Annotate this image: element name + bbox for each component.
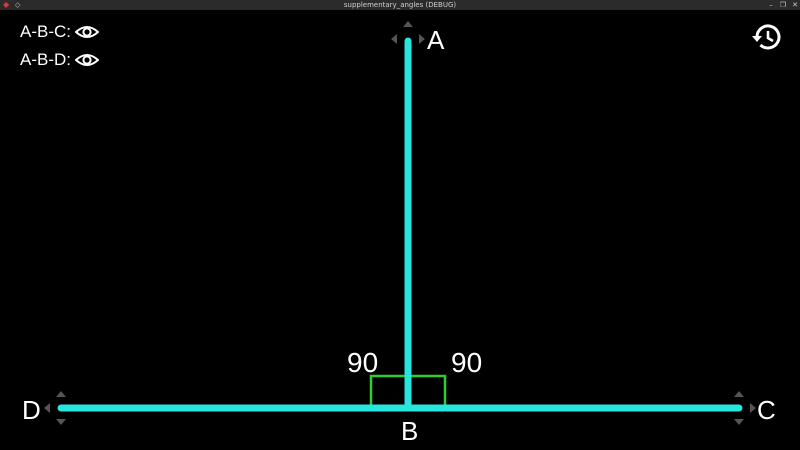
- close-button[interactable]: ✕: [792, 1, 798, 9]
- window-title: supplementary_angles (DEBUG): [343, 1, 457, 9]
- point-label-c: C: [757, 395, 776, 425]
- maximize-button[interactable]: ❐: [779, 1, 787, 9]
- point-label-a: A: [427, 25, 445, 55]
- eye-icon[interactable]: [75, 23, 99, 41]
- toggle-abc-label: A-B-C:: [20, 22, 71, 41]
- point-label-d: D: [22, 395, 41, 425]
- angle-label-abd: 90: [347, 347, 378, 378]
- drag-handle-d[interactable]: [44, 391, 66, 425]
- drag-handle-a[interactable]: [391, 21, 425, 44]
- angle-label-abc: 90: [451, 347, 482, 378]
- toggle-abc: A-B-C:: [20, 21, 99, 43]
- toggle-abd-label: A-B-D:: [20, 50, 71, 69]
- toggle-abd: A-B-D:: [20, 49, 99, 71]
- history-icon[interactable]: [751, 21, 783, 53]
- point-label-b: B: [401, 416, 418, 446]
- title-bar: ◆ ◇ supplementary_angles (DEBUG) – ❐ ✕: [0, 0, 800, 10]
- minimize-button[interactable]: –: [769, 1, 773, 9]
- eye-icon[interactable]: [75, 51, 99, 69]
- pin-icon[interactable]: ◇: [15, 1, 21, 9]
- app-icon: ◆: [3, 0, 10, 9]
- drag-handle-c[interactable]: [734, 391, 756, 425]
